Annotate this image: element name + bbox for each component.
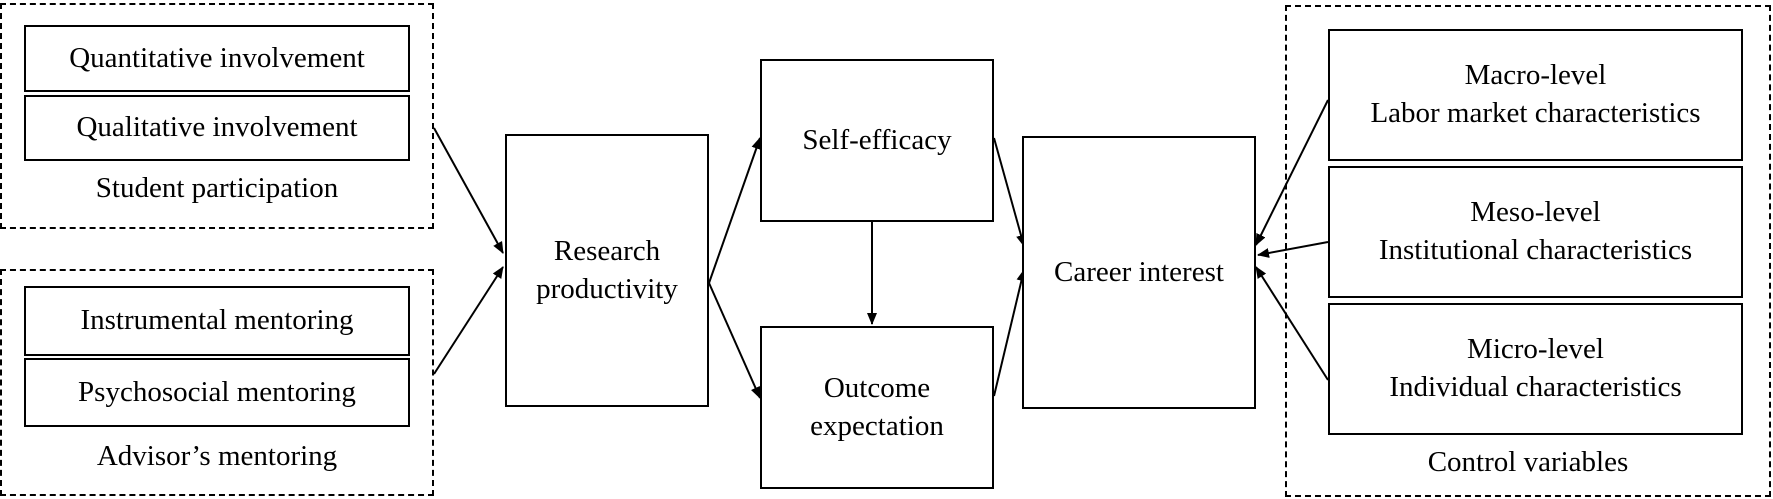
- research-productivity-label-line1: Research: [553, 234, 661, 267]
- quantitative-involvement-label: Quantitative involvement: [69, 41, 365, 74]
- macro-level-box: Macro-level Labor market characteristics: [1328, 29, 1743, 161]
- research-productivity-box: Research productivity: [505, 134, 709, 407]
- micro-level-desc: Individual characteristics: [1389, 371, 1682, 403]
- advisor-mentoring-group: [0, 269, 434, 496]
- outcome-expectation-label-line2: expectation: [810, 409, 944, 442]
- career-interest-box: Career interest: [1022, 136, 1256, 409]
- advisor-mentoring-caption: Advisor’s mentoring: [96, 440, 338, 472]
- self-efficacy-box: Self-efficacy: [760, 59, 994, 222]
- control-variables-group: [1285, 5, 1771, 497]
- arrow-advisor-to-productivity: [433, 266, 504, 375]
- arrow-self-efficacy-to-career: [993, 137, 1026, 247]
- arrow-student-to-productivity: [433, 127, 504, 254]
- instrumental-mentoring-box: Instrumental mentoring: [24, 286, 410, 356]
- control-variables-caption: Control variables: [1427, 446, 1629, 478]
- qualitative-involvement-box: Qualitative involvement: [24, 95, 410, 161]
- arrow-productivity-to-self-efficacy: [708, 137, 762, 284]
- macro-level-desc: Labor market characteristics: [1370, 97, 1701, 129]
- micro-level-title: Micro-level: [1467, 333, 1604, 366]
- self-efficacy-label: Self-efficacy: [802, 123, 952, 156]
- macro-level-title: Macro-level: [1464, 59, 1607, 92]
- arrow-macro-to-career: [1255, 99, 1329, 246]
- outcome-expectation-label-line1: Outcome: [823, 371, 931, 404]
- arrow-meso-to-career: [1257, 241, 1329, 258]
- student-participation-group: [0, 3, 434, 229]
- psychosocial-mentoring-box: Psychosocial mentoring: [24, 358, 410, 427]
- outcome-expectation-box: Outcome expectation: [760, 326, 994, 489]
- meso-level-title: Meso-level: [1470, 196, 1601, 229]
- arrow-outcome-to-career: [993, 269, 1027, 397]
- qualitative-involvement-label: Qualitative involvement: [76, 111, 358, 144]
- meso-level-box: Meso-level Institutional characteristics: [1328, 166, 1743, 298]
- quantitative-involvement-box: Quantitative involvement: [24, 25, 410, 92]
- micro-level-box: Micro-level Individual characteristics: [1328, 303, 1743, 435]
- student-participation-caption: Student participation: [95, 172, 339, 204]
- career-interest-label: Career interest: [1054, 255, 1224, 288]
- instrumental-mentoring-label: Instrumental mentoring: [80, 304, 354, 337]
- psychosocial-mentoring-label: Psychosocial mentoring: [78, 375, 356, 408]
- arrow-micro-to-career: [1255, 266, 1329, 381]
- meso-level-desc: Institutional characteristics: [1378, 234, 1693, 266]
- research-productivity-label-line2: productivity: [536, 272, 678, 305]
- arrow-productivity-to-outcome: [708, 282, 761, 399]
